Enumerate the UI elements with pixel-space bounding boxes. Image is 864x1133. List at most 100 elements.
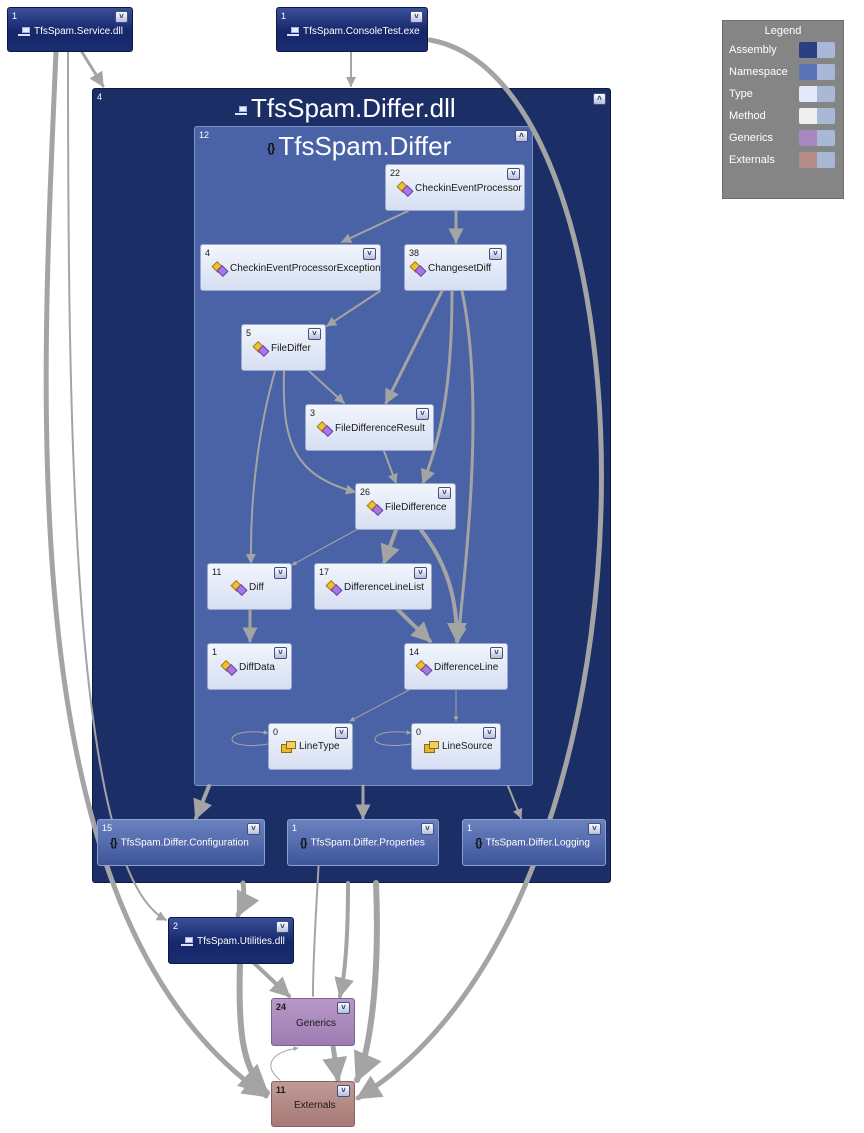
assembly-icon: [18, 26, 30, 36]
expand-button[interactable]: ˅: [588, 823, 601, 835]
class-icon: [368, 501, 381, 514]
generics-label: Generics: [296, 1018, 337, 1029]
namespace-icon: {}: [475, 837, 483, 849]
class-icon: [318, 422, 331, 435]
expand-button[interactable]: ˅: [337, 1085, 350, 1097]
assembly-icon: [235, 105, 247, 115]
type-count: 5: [246, 328, 252, 338]
edge-utilities-generics: [252, 961, 291, 998]
legend-item: Assembly: [729, 42, 839, 60]
namespace-icon: {}: [110, 837, 118, 849]
edge-generics-externals: [322, 1043, 348, 1083]
edge-differ-externals: [353, 880, 382, 1083]
expand-button[interactable]: ˅: [421, 823, 434, 835]
type-count: 14: [409, 647, 420, 657]
legend-item: Namespace: [729, 64, 839, 82]
type-label: Diff: [232, 581, 264, 594]
expand-button[interactable]: ˅: [483, 727, 496, 739]
legend-title: Legend: [764, 25, 802, 37]
expand-button[interactable]: ˅: [410, 11, 423, 23]
assembly-utilities[interactable]: 2 TfsSpam.Utilities.dll ˅: [168, 917, 294, 964]
legend-item-label: Type: [729, 88, 753, 100]
collapse-button[interactable]: ˄: [593, 93, 606, 105]
expand-button[interactable]: ˅: [490, 647, 503, 659]
expand-button[interactable]: ˅: [247, 823, 260, 835]
namespace-logging[interactable]: 1 {}TfsSpam.Differ.Logging ˅: [462, 819, 606, 866]
legend-item: Method: [729, 108, 839, 126]
assembly-differ-count: 4: [97, 92, 103, 102]
namespace-count: 1: [467, 823, 473, 833]
expand-button[interactable]: ˅: [489, 248, 502, 260]
assembly-icon: [181, 936, 193, 946]
type-diff-data[interactable]: 1 DiffData ˅: [207, 643, 292, 690]
type-checkin-event-processor-exception[interactable]: 4 CheckinEventProcessorException ˅: [200, 244, 381, 291]
edge-differ-utilities: [235, 880, 260, 918]
legend-swatch: [799, 42, 835, 58]
collapse-button[interactable]: ˄: [515, 130, 528, 142]
expand-button[interactable]: ˅: [507, 168, 520, 180]
namespace-configuration[interactable]: 15 {}TfsSpam.Differ.Configuration ˅: [97, 819, 265, 866]
expand-button[interactable]: ˅: [337, 1002, 350, 1014]
legend-swatch: [799, 108, 835, 124]
type-count: 3: [310, 408, 316, 418]
namespace-label: {}TfsSpam.Differ.Configuration: [110, 837, 249, 849]
enum-icon: [281, 741, 296, 753]
expand-button[interactable]: ˅: [308, 328, 321, 340]
expand-button[interactable]: ˅: [363, 248, 376, 260]
namespace-properties[interactable]: 1 {}TfsSpam.Differ.Properties ˅: [287, 819, 439, 866]
class-icon: [411, 262, 424, 275]
assembly-console-label: TfsSpam.ConsoleTest.exe: [287, 26, 420, 37]
expand-button[interactable]: ˅: [274, 647, 287, 659]
namespace-label: {}TfsSpam.Differ.Properties: [300, 837, 425, 849]
expand-button[interactable]: ˅: [335, 727, 348, 739]
enum-icon: [424, 741, 439, 753]
type-count: 26: [360, 487, 371, 497]
legend-swatch: [799, 130, 835, 146]
type-difference-line-list[interactable]: 17 DifferenceLineList ˅: [314, 563, 432, 610]
class-icon: [327, 581, 340, 594]
expand-button[interactable]: ˅: [414, 567, 427, 579]
expand-button[interactable]: ˅: [416, 408, 429, 420]
generics-count: 24: [276, 1002, 287, 1012]
type-label: LineSource: [424, 741, 493, 753]
type-label: LineType: [281, 741, 340, 753]
legend-item-label: Method: [729, 110, 766, 122]
legend-item-label: Assembly: [729, 44, 777, 56]
expand-button[interactable]: ˅: [274, 567, 287, 579]
type-count: 22: [390, 168, 401, 178]
class-icon: [254, 342, 267, 355]
legend-item: Externals: [729, 152, 839, 170]
generics-node[interactable]: 24 Generics ˅: [271, 998, 355, 1046]
type-line-source[interactable]: 0 LineSource ˅: [411, 723, 501, 770]
type-checkin-event-processor[interactable]: 22 CheckinEventProcessor ˅: [385, 164, 525, 211]
legend-swatch: [799, 64, 835, 80]
assembly-service[interactable]: 1 TfsSpam.Service.dll ˅: [7, 7, 133, 52]
type-count: 17: [319, 567, 330, 577]
type-file-differ[interactable]: 5 FileDiffer ˅: [241, 324, 326, 371]
type-label: FileDifferenceResult: [318, 422, 425, 435]
type-difference-line[interactable]: 14 DifferenceLine ˅: [404, 643, 508, 690]
assembly-utilities-count: 2: [173, 921, 179, 931]
namespace-differ-title: {}TfsSpam.Differ: [267, 131, 452, 161]
type-label: CheckinEventProcessorException: [213, 262, 381, 275]
type-file-difference[interactable]: 26 FileDifference ˅: [355, 483, 456, 530]
type-label: DiffData: [222, 661, 275, 674]
expand-button[interactable]: ˅: [276, 921, 289, 933]
type-label: CheckinEventProcessor: [398, 182, 522, 195]
type-diff[interactable]: 11 Diff ˅: [207, 563, 292, 610]
class-icon: [398, 182, 411, 195]
type-count: 1: [212, 647, 218, 657]
externals-node[interactable]: 11 Externals ˅: [271, 1081, 355, 1127]
assembly-console[interactable]: 1 TfsSpam.ConsoleTest.exe ˅: [276, 7, 428, 52]
expand-button[interactable]: ˅: [115, 11, 128, 23]
type-file-difference-result[interactable]: 3 FileDifferenceResult ˅: [305, 404, 434, 451]
expand-button[interactable]: ˅: [438, 487, 451, 499]
type-count: 0: [416, 727, 422, 737]
class-icon: [417, 661, 430, 674]
type-label: FileDiffer: [254, 342, 311, 355]
type-line-type[interactable]: 0 LineType ˅: [268, 723, 353, 770]
assembly-service-label: TfsSpam.Service.dll: [18, 26, 123, 37]
type-changeset-diff[interactable]: 38 ChangesetDiff ˅: [404, 244, 507, 291]
namespace-icon: {}: [267, 141, 275, 156]
